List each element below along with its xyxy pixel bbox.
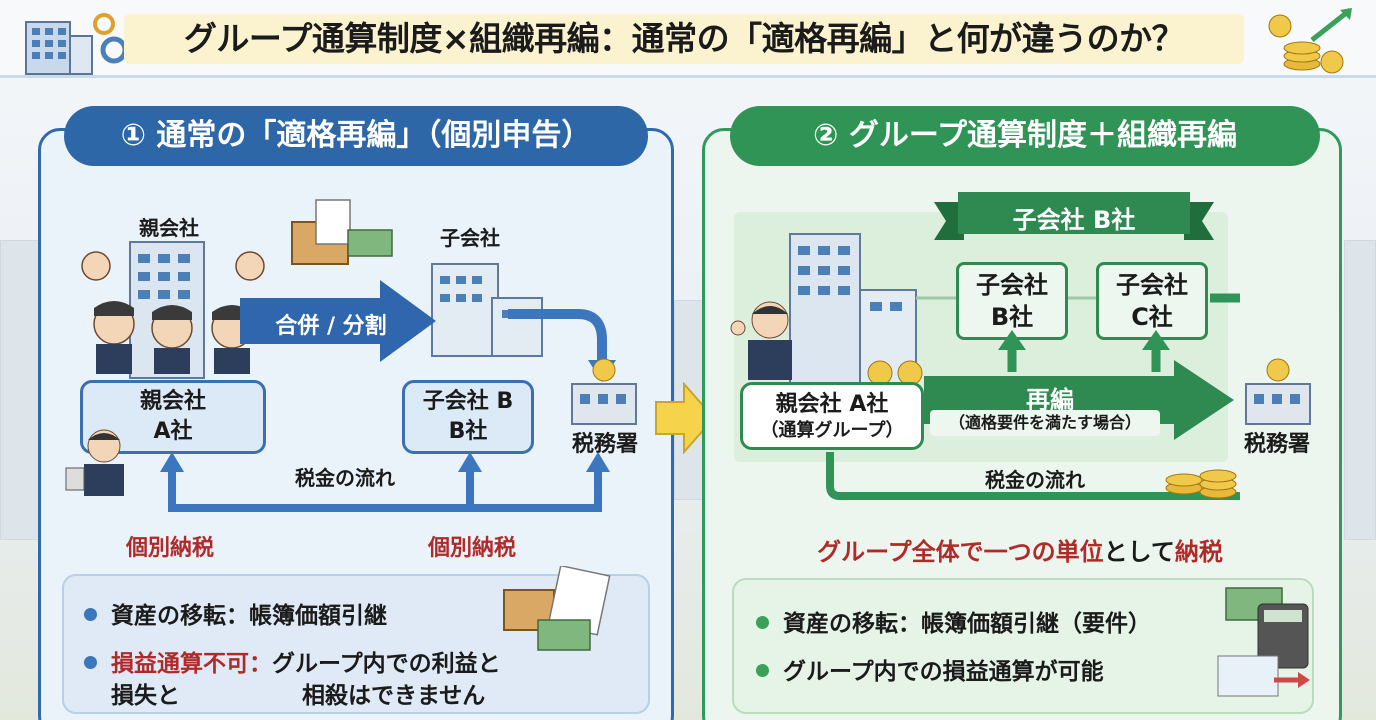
tax-office-label: 税務署 <box>571 432 638 457</box>
page-title: グループ通算制度×組織再編：通常の「適格再編」と何が違うのか？ <box>124 14 1244 64</box>
coins-icon <box>867 360 923 386</box>
group-tax-statement: グループ全体で一つの単位として納税 <box>780 532 1260 567</box>
subsidiary-building-icon <box>431 263 543 357</box>
merge-arrow <box>240 280 436 362</box>
banner-ribbon <box>934 192 1214 240</box>
tax-flow-arrow <box>160 452 610 512</box>
right-panel-title: ② グループ通算制度＋組織再編 <box>730 106 1320 166</box>
coin-stack-icon <box>1165 469 1237 499</box>
reorg-sub-label: （適格要件を満たす場合） <box>930 410 1160 436</box>
coins-growth-icon <box>1268 8 1352 74</box>
parent-company-label: 親会社 <box>139 216 199 240</box>
sub-b-line2: B社 <box>990 303 1034 331</box>
left-bullet-2-line2a: 損失と <box>111 683 180 709</box>
person-thumbsup-icon <box>730 301 792 380</box>
left-panel-title: ① 通常の「適格再編」（個別申告） <box>64 106 648 166</box>
group-parent-box: 親会社 A社 （通算グループ） <box>740 382 924 450</box>
tax-flow-label: 税金の流れ <box>295 466 395 490</box>
right-bullet-2-text: グループ内での損益通算が可能 <box>783 659 1104 685</box>
parent-box-line2: A社 <box>153 419 193 444</box>
sub-box-line1: 子会社 B <box>422 389 514 414</box>
group-tax-red: グループ全体で一つの単位 <box>817 538 1104 566</box>
sub-c-line1: 子会社 <box>1116 271 1188 299</box>
subsidiary-label: 子会社 <box>440 226 500 250</box>
left-bullet-2-line2b: 相殺はできません <box>302 683 486 709</box>
subsidiary-box: 子会社 B B社 <box>402 380 534 454</box>
reorg-arrows <box>826 293 1240 500</box>
sub-b-line1: 子会社 <box>976 271 1048 299</box>
right-bullet-1: 資産の移転：帳簿価額引継（要件） <box>756 604 1151 638</box>
merge-arrow-label: 合併 / 分割 <box>275 314 387 339</box>
group-tax-mid: として <box>1103 538 1175 566</box>
header: グループ通算制度×組織再編：通常の「適格再編」と何が違うのか？ <box>0 0 1376 78</box>
tax-office-label-2: 税務署 <box>1243 432 1310 457</box>
subsidiary-b-box: 子会社 B社 <box>956 262 1068 340</box>
left-bullet-1: 資産の移転：帳簿価額引継 <box>84 596 387 630</box>
tax-office-icon-2 <box>1245 358 1311 425</box>
group-parent-line2: （通算グループ） <box>760 420 904 441</box>
reorg-label: 再編 <box>1026 386 1074 414</box>
sub-c-line2: C社 <box>1131 303 1173 331</box>
sub-box-line2: B社 <box>448 419 488 444</box>
right-bullet-2: グループ内での損益通算が可能 <box>756 652 1104 686</box>
left-bullet-2-rest: グループ内での利益と <box>272 651 501 677</box>
document-box-icon <box>291 199 393 265</box>
document-box-icon-2 <box>503 566 611 651</box>
individual-tax-right: 個別納税 <box>427 536 516 561</box>
group-tax-red2: 納税 <box>1174 538 1223 566</box>
tax-office-icon <box>571 358 637 425</box>
background-building <box>1344 240 1376 540</box>
banner-label: 子会社 B社 <box>1012 206 1136 234</box>
big-arrow-icon <box>655 382 716 454</box>
left-bullet-2: 損益通算不可：グループ内での利益と <box>84 644 501 678</box>
group-parent-line1: 親会社 A社 <box>775 392 889 417</box>
left-bullet-1-text: 資産の移転：帳簿価額引継 <box>111 603 387 629</box>
left-bullet-2-red: 損益通算不可： <box>111 651 272 677</box>
background-building <box>0 240 40 540</box>
person-tablet-icon <box>65 429 124 496</box>
calculator-icon <box>1217 587 1310 697</box>
individual-tax-left: 個別納税 <box>125 536 214 561</box>
right-bullet-1-text: 資産の移転：帳簿価額引継（要件） <box>783 611 1151 637</box>
tax-flow-label-2: 税金の流れ <box>985 468 1085 492</box>
parent-box-line1: 親会社 <box>139 389 206 414</box>
office-building-icon <box>25 13 128 75</box>
right-info-box <box>732 578 1314 714</box>
